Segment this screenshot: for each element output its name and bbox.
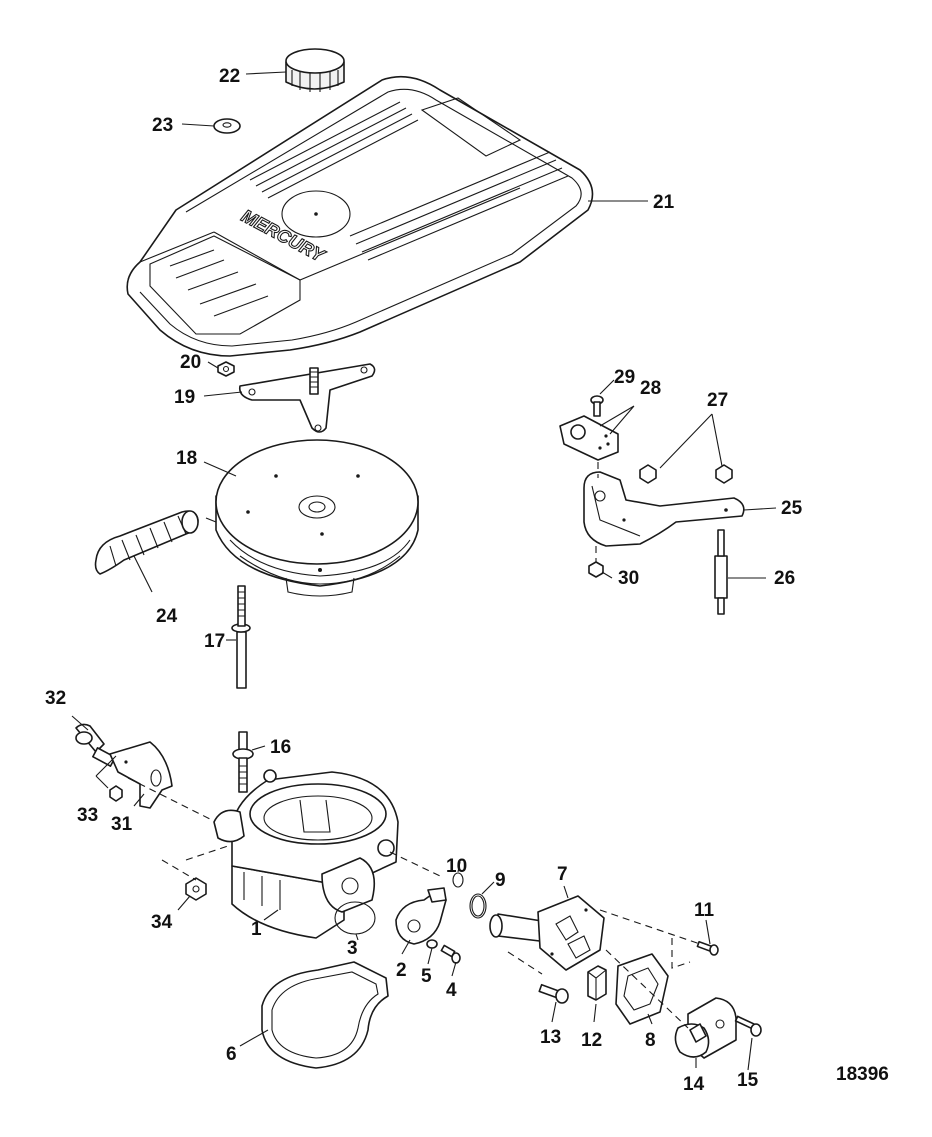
part-nut-33	[109, 785, 123, 802]
part-bracket-28	[559, 415, 619, 461]
part-engine-cover	[126, 75, 594, 357]
part-base-gasket	[261, 961, 389, 1069]
callout-4: 4	[446, 980, 457, 1001]
part-throttle-body	[213, 769, 399, 939]
callout-20: 20	[180, 352, 201, 373]
part-block	[587, 965, 607, 1001]
callout-23: 23	[152, 115, 173, 136]
callout-21: 21	[653, 192, 675, 213]
part-filler-cap	[285, 48, 345, 92]
part-o-ring-large	[469, 893, 487, 919]
callout-14: 14	[683, 1074, 705, 1095]
callout-22: 22	[219, 66, 240, 87]
callout-33: 33	[77, 805, 98, 826]
callout-29: 29	[614, 367, 635, 388]
part-nut-20	[217, 361, 235, 377]
callout-32: 32	[45, 688, 66, 709]
part-idle-air-control	[674, 997, 737, 1059]
part-throttle-bracket	[583, 471, 745, 547]
callout-9: 9	[495, 870, 506, 891]
callout-34: 34	[151, 912, 173, 933]
callout-19: 19	[174, 387, 195, 408]
part-screw-15	[734, 1015, 762, 1037]
callout-25: 25	[781, 498, 803, 519]
callout-26: 26	[774, 568, 795, 589]
part-nuts-27	[639, 464, 733, 484]
callout-1: 1	[251, 919, 262, 940]
part-gasket	[615, 953, 669, 1025]
callout-30: 30	[618, 568, 639, 589]
callout-7: 7	[557, 864, 568, 885]
callout-12: 12	[581, 1030, 602, 1051]
callout-24: 24	[156, 606, 178, 627]
part-stud-17	[231, 585, 251, 689]
callout-13: 13	[540, 1027, 561, 1048]
callout-labels: 1 2 3 4 5 6 7 8 9 10 11 12 13 14 15 16 1…	[45, 66, 889, 1095]
part-adapter	[489, 895, 605, 971]
part-screw-13	[538, 983, 569, 1004]
callout-28: 28	[640, 378, 661, 399]
callout-27: 27	[707, 390, 728, 411]
callout-2: 2	[396, 960, 407, 981]
part-disc-seal	[334, 901, 376, 935]
part-washer	[213, 118, 241, 134]
callout-31: 31	[111, 814, 133, 835]
part-nut-34	[185, 877, 207, 901]
callout-3: 3	[347, 938, 358, 959]
part-washer-5	[426, 939, 438, 949]
callout-8: 8	[645, 1030, 656, 1051]
part-nut-30	[588, 561, 604, 578]
callout-10: 10	[446, 856, 467, 877]
part-flame-arrestor	[215, 439, 419, 597]
part-fitting-32	[75, 723, 116, 767]
callout-15: 15	[737, 1070, 759, 1091]
part-screw-29	[590, 395, 604, 417]
part-o-ring-small	[452, 872, 464, 888]
callout-11: 11	[694, 900, 715, 921]
callout-6: 6	[226, 1044, 237, 1065]
part-screw-11	[696, 940, 719, 956]
part-standoff	[714, 529, 728, 615]
part-stud-16	[232, 731, 254, 793]
part-bracket-31	[109, 741, 173, 809]
part-hose	[94, 510, 217, 575]
part-bracket-19	[238, 363, 376, 433]
figure-number: 18396	[836, 1064, 889, 1085]
callout-16: 16	[270, 737, 291, 758]
callout-5: 5	[421, 966, 432, 987]
part-position-sensor	[395, 887, 447, 945]
part-screw-4	[440, 944, 461, 964]
callout-18: 18	[176, 448, 197, 469]
leader-lines	[71, 71, 777, 1071]
callout-17: 17	[204, 631, 225, 652]
alignment-lines	[127, 462, 701, 1029]
